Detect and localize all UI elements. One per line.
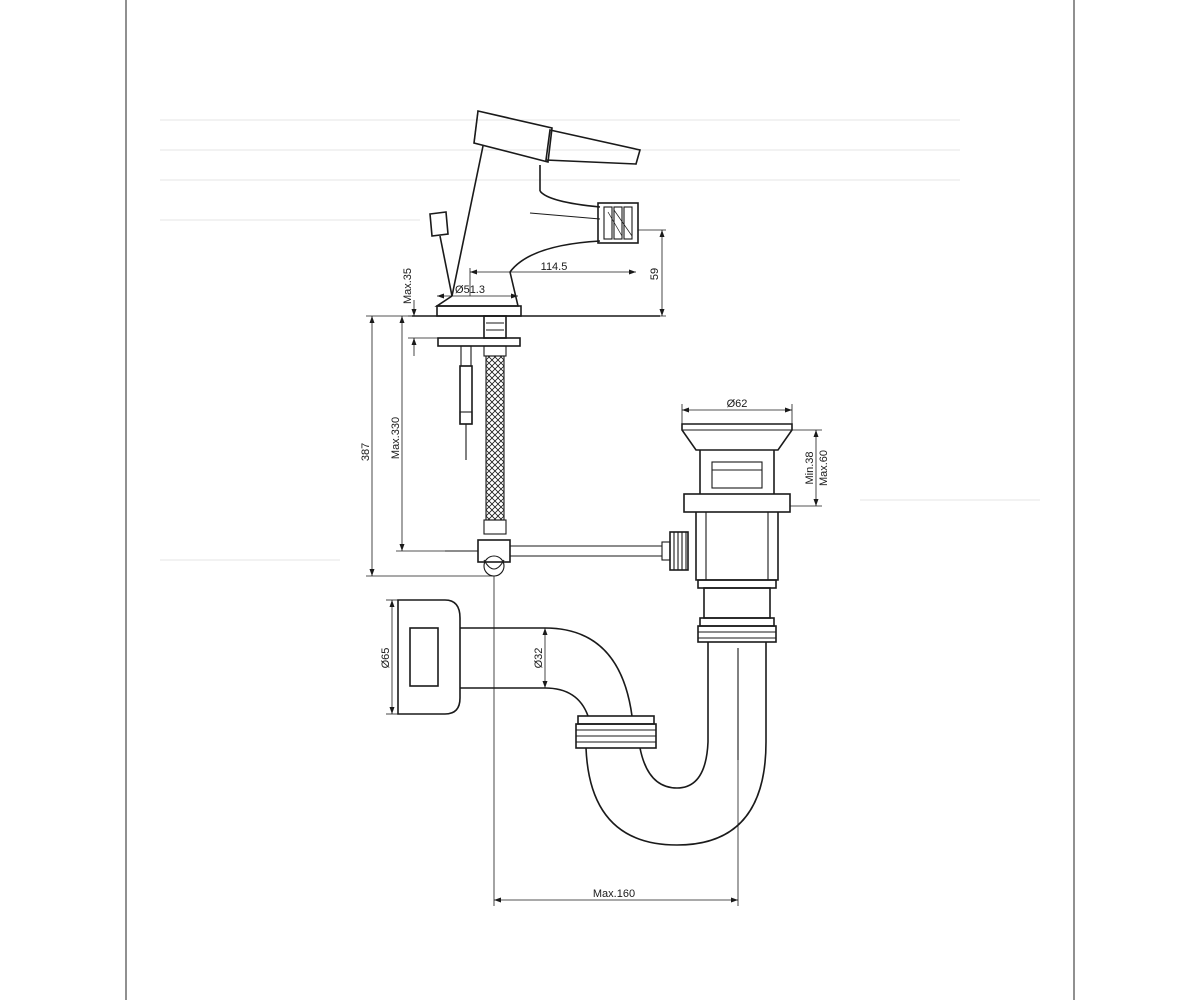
popup-waste xyxy=(681,423,793,619)
bottle-trap xyxy=(460,617,777,846)
dim-trap-offset: Max.160 xyxy=(593,888,635,900)
dim-waste-height-max: Max.60 xyxy=(818,450,830,486)
pull-rod-assembly xyxy=(445,531,689,577)
dim-base-diameter: Ø51.3 xyxy=(455,284,485,296)
wall-flange xyxy=(397,599,461,715)
dim-waste-height-min: Min.38 xyxy=(804,451,816,484)
mounting-hardware xyxy=(437,315,521,460)
dim-wall-flange-diameter: Ø65 xyxy=(380,648,392,669)
dim-spout-height: 59 xyxy=(649,268,661,280)
dimension-lines xyxy=(366,229,822,906)
faucet-body xyxy=(434,110,642,317)
dim-waste-diameter: Ø62 xyxy=(727,398,748,410)
dimension-labels: 114.5 59 Ø51.3 Max.35 387 Max.330 Ø62 Mi… xyxy=(360,261,830,900)
page-frame xyxy=(125,0,1075,1000)
dim-deck-thickness: Max.35 xyxy=(402,268,414,304)
dim-hose-length: Max.330 xyxy=(390,417,402,459)
lift-rod xyxy=(429,211,453,297)
dim-trap-pipe-diameter: Ø32 xyxy=(533,648,545,669)
dim-total-height: 387 xyxy=(360,443,372,461)
braided-hose xyxy=(483,345,507,535)
dim-spout-reach: 114.5 xyxy=(541,261,568,273)
ghost-lines xyxy=(160,119,1040,561)
